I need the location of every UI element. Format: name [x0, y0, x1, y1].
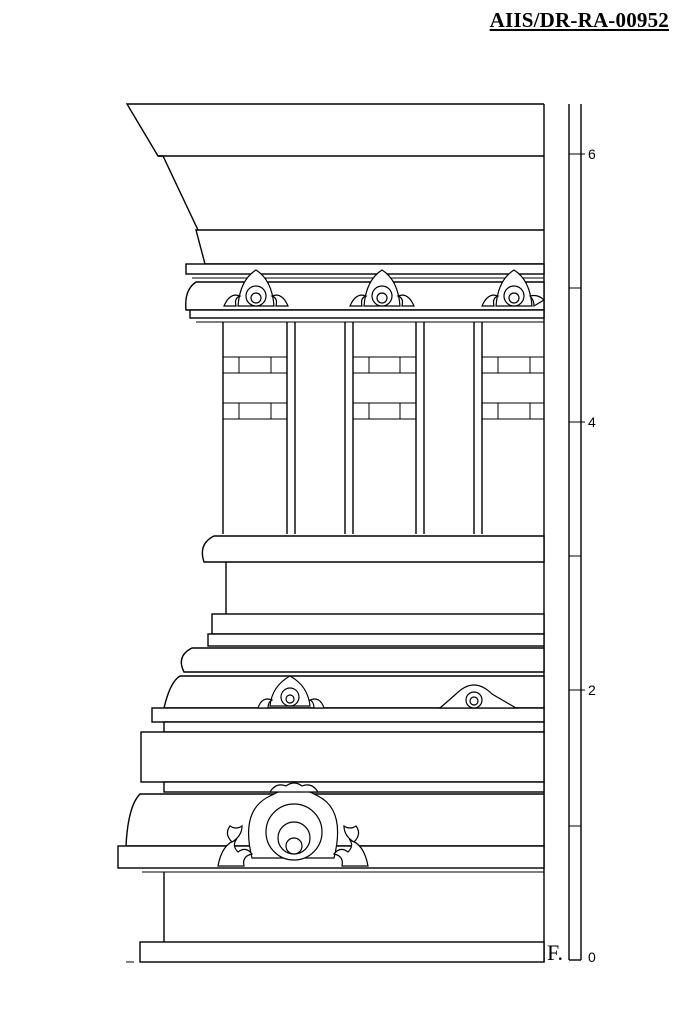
kudu-ornament-lower: [217, 782, 369, 867]
scale-tick-0: 0: [588, 949, 596, 965]
scale-tick-6: 6: [588, 146, 596, 162]
kudu-ornament-upper-1: [223, 269, 289, 307]
upper-moulding: [185, 263, 545, 323]
sheet-id: AIIS/DR-RA-00952: [489, 8, 669, 32]
wall-pilasters: [222, 322, 544, 534]
cornice-overhang: [125, 103, 544, 265]
kudu-ornament-middle-2: [438, 684, 519, 709]
scale-tick-4: 4: [588, 414, 596, 430]
kudu-ornament-upper-2: [349, 269, 415, 307]
scale-tick-2: 2: [588, 682, 596, 698]
wall-base-mouldings: [180, 535, 545, 673]
scale-bar: 6 4 2 0: [568, 104, 596, 965]
kudu-ornament-middle-1: [257, 675, 325, 709]
kudu-ornament-upper-3: [481, 269, 545, 308]
upapitha-base: [126, 872, 545, 963]
scale-minor-ticks: [569, 153, 585, 827]
plinth-blocks: [140, 721, 545, 793]
floor-label: F.: [547, 940, 563, 965]
